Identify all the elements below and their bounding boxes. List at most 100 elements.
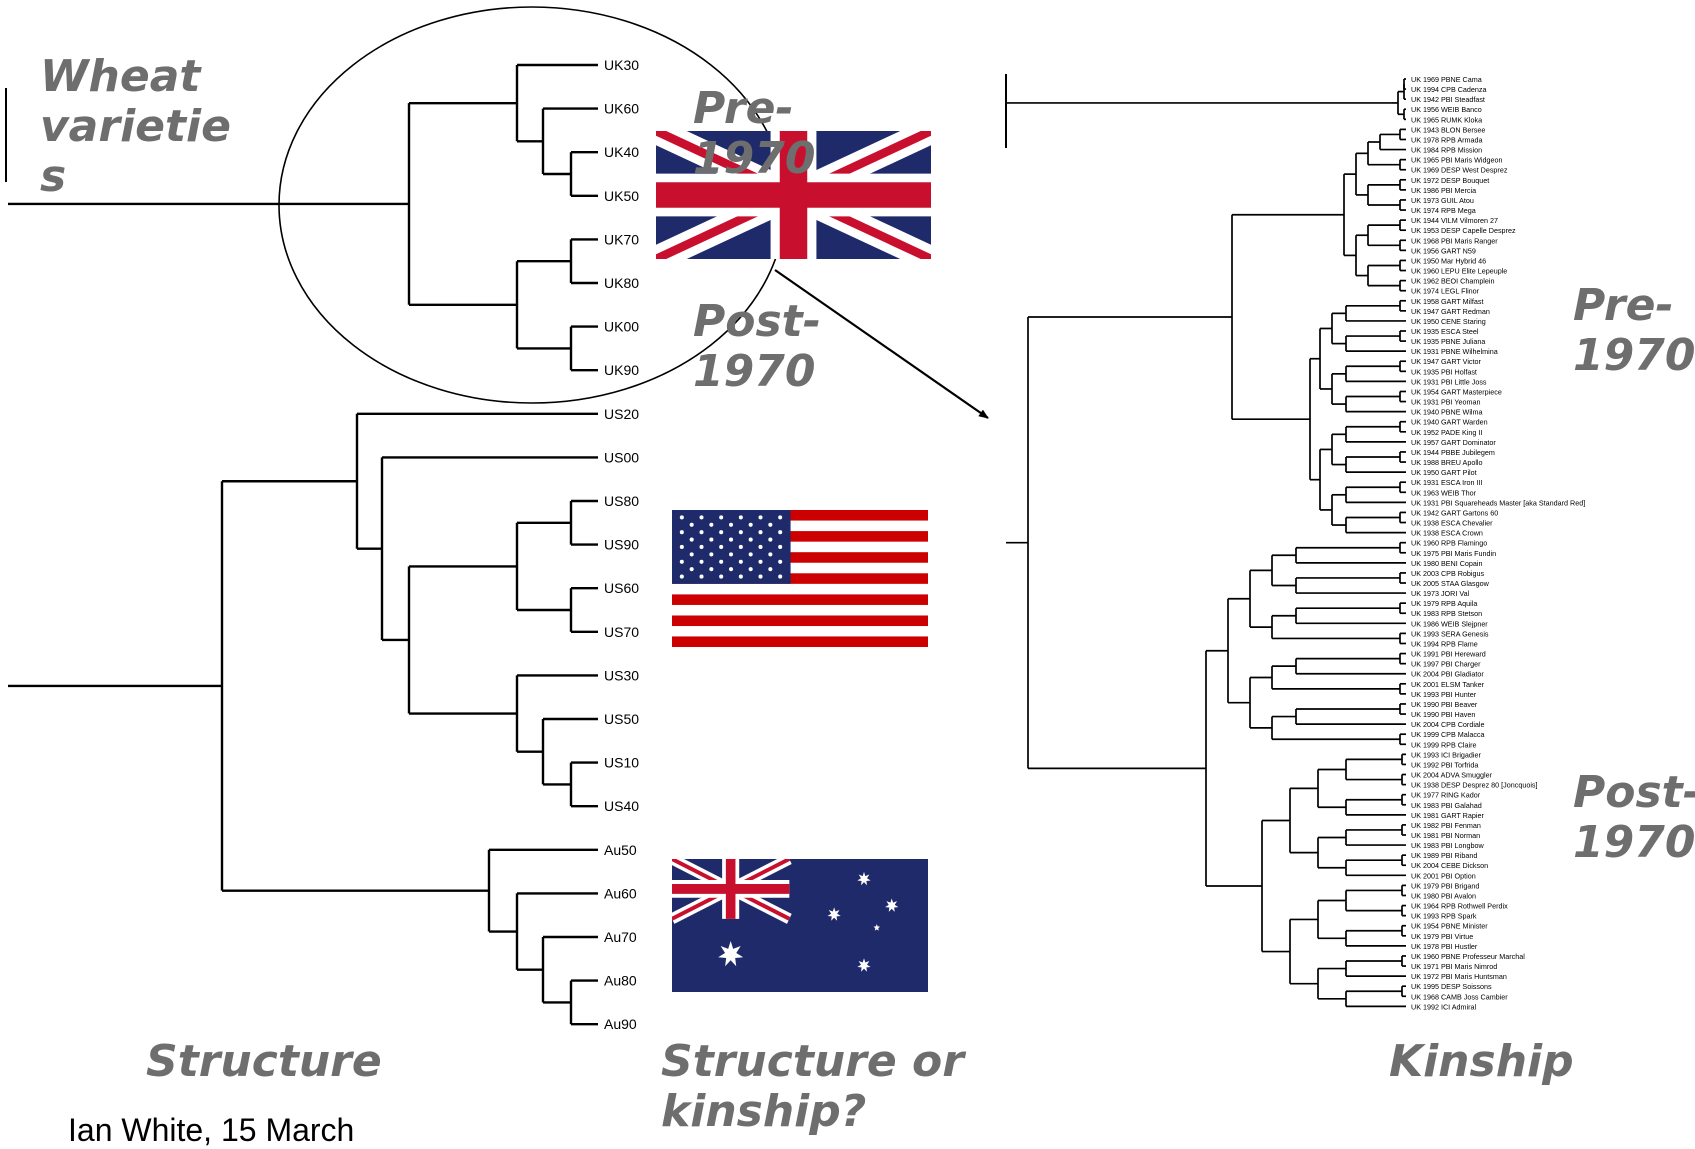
structure-leaf-label: Au70 (604, 929, 637, 945)
star-icon (690, 552, 694, 556)
star-icon (690, 538, 694, 542)
structure-leaf-label: US60 (604, 580, 639, 596)
star-icon (759, 530, 763, 534)
us-flag (672, 510, 928, 647)
kinship-leaf-label: UK 1950 GART Pilot (1411, 468, 1477, 477)
kinship-leaf-label: UK 1960 RPB Flamingo (1411, 539, 1487, 548)
kinship-leaf-label: UK 1993 PBI Hunter (1411, 690, 1477, 699)
structure-leaf-label: UK60 (604, 101, 639, 117)
title-line-3: s (40, 152, 231, 202)
pre-1970-right-line-1: Pre- (1573, 281, 1695, 331)
star-icon (768, 567, 772, 571)
structure-leaf-label: US40 (604, 798, 639, 814)
star-icon (690, 523, 694, 527)
pre-1970-right-label: Pre- 1970 (1573, 281, 1695, 381)
kinship-leaf-label: UK 1994 CPB Cadenza (1411, 85, 1487, 94)
kinship-dendrogram (1006, 79, 1406, 1006)
kinship-leaf-label: UK 2001 PBI Option (1411, 871, 1476, 880)
kinship-leaf-label: UK 1971 PBI Maris Nimrod (1411, 962, 1497, 971)
kinship-leaf-label: UK 1990 PBI Haven (1411, 710, 1475, 719)
pre-1970-left-line-1: Pre- (693, 84, 815, 134)
wheat-varieties-title: Wheat varietie s (40, 52, 231, 202)
kinship-leaf-label: UK 1969 PBNE Cama (1411, 75, 1482, 84)
kinship-leaf-label: UK 1931 ESCA Iron III (1411, 478, 1483, 487)
kinship-leaf-label: UK 1974 RPB Mega (1411, 206, 1476, 215)
star-icon (719, 575, 723, 579)
star-icon (778, 515, 782, 519)
kinship-leaf-label: UK 1956 WEIB Banco (1411, 105, 1482, 114)
star-icon (719, 545, 723, 549)
kinship-caption: Kinship (1389, 1037, 1574, 1087)
structure-leaf-label: UK40 (604, 144, 639, 160)
kinship-leaf-label: UK 1984 RPB Mission (1411, 146, 1482, 155)
star-icon (739, 545, 743, 549)
kinship-leaf-label: UK 2001 ELSM Tanker (1411, 680, 1485, 689)
star-icon (680, 515, 684, 519)
star-icon (709, 523, 713, 527)
star-icon (680, 545, 684, 549)
star-icon (739, 515, 743, 519)
post-1970-left-line-2: 1970 (693, 347, 821, 397)
kinship-leaf-label: UK 1991 PBI Hereward (1411, 650, 1486, 659)
post-1970-right-line-1: Post- (1573, 768, 1695, 818)
kinship-leaf-label: UK 1992 ICI Admiral (1411, 1002, 1477, 1011)
kinship-leaf-label: UK 1943 BLON Bersee (1411, 125, 1485, 134)
kinship-leaf-label: UK 1994 RPB Flame (1411, 639, 1478, 648)
structure-caption: Structure (146, 1037, 382, 1087)
kinship-leaf-label: UK 2005 STAA Glasgow (1411, 579, 1490, 588)
star-icon (680, 575, 684, 579)
star-icon (739, 560, 743, 564)
kinship-leaf-label: UK 1963 WEIB Thor (1411, 488, 1477, 497)
kinship-leaf-label: UK 1973 GUIL Atou (1411, 196, 1474, 205)
star-icon (739, 575, 743, 579)
star-icon (749, 552, 753, 556)
structure-leaf-label: UK80 (604, 275, 639, 291)
kinship-leaf-label: UK 1968 PBI Maris Ranger (1411, 236, 1498, 245)
kinship-leaf-label: UK 1962 BEOI Champlein (1411, 277, 1495, 286)
kinship-leaf-label: UK 1956 GART N59 (1411, 246, 1476, 255)
kinship-leaf-label: UK 1982 PBI Fenman (1411, 821, 1481, 830)
structure-leaf-label: US70 (604, 624, 639, 640)
structure-leaf-label: UK70 (604, 231, 639, 247)
kinship-leaf-label: UK 1980 PBI Avalon (1411, 891, 1476, 900)
kinship-leaf-label: UK 1981 PBI Norman (1411, 831, 1480, 840)
kinship-leaf-label: UK 1980 BENI Copain (1411, 559, 1483, 568)
star-icon (699, 515, 703, 519)
structure-leaf-labels: UK30UK60UK40UK50UK70UK80UK00UK90US20US00… (604, 57, 639, 1032)
kinship-leaf-label: UK 1938 ESCA Crown (1411, 529, 1483, 538)
kinship-leaf-label: UK 1965 PBI Maris Widgeon (1411, 156, 1502, 165)
kinship-leaf-label: UK 1953 DESP Capelle Desprez (1411, 226, 1516, 235)
kinship-leaf-label: UK 1964 RPB Rothwell Perdix (1411, 902, 1508, 911)
kinship-leaf-label: UK 1931 PBI Little Joss (1411, 377, 1487, 386)
structure-leaf-label: Au80 (604, 973, 637, 989)
structure-leaf-label: UK90 (604, 362, 639, 378)
star-icon (778, 560, 782, 564)
kinship-leaf-label: UK 1990 PBI Beaver (1411, 700, 1478, 709)
kinship-leaf-label: UK 1981 GART Rapier (1411, 811, 1484, 820)
kinship-leaf-label: UK 1954 GART Masterpiece (1411, 387, 1502, 396)
kinship-leaf-label: UK 1995 DESP Soissons (1411, 982, 1492, 991)
star-icon (709, 538, 713, 542)
star-icon (699, 530, 703, 534)
kinship-leaf-label: UK 2004 CPB Cordiale (1411, 720, 1485, 729)
star-icon (699, 560, 703, 564)
structure-leaf-label: US90 (604, 537, 639, 553)
title-line-2: varietie (40, 102, 231, 152)
kinship-leaf-label: UK 1935 PBNE Juliana (1411, 337, 1485, 346)
star-icon (719, 515, 723, 519)
star-icon (699, 545, 703, 549)
star-icon (719, 560, 723, 564)
star-icon (690, 567, 694, 571)
structure-leaf-label: US20 (604, 406, 639, 422)
kinship-leaf-label: UK 1989 PBI Riband (1411, 851, 1477, 860)
structure-leaf-label: Au60 (604, 885, 637, 901)
title-line-1: Wheat (40, 52, 231, 102)
kinship-leaf-label: UK 1975 PBI Maris Fundin (1411, 549, 1496, 558)
kinship-leaf-label: UK 2004 ADVA Smuggler (1411, 771, 1493, 780)
kinship-leaf-label: UK 1986 WEIB Slejpner (1411, 619, 1488, 628)
star-icon (778, 575, 782, 579)
kinship-leaf-label: UK 1979 PBI Virtue (1411, 932, 1473, 941)
post-1970-right-line-2: 1970 (1573, 818, 1695, 868)
kinship-leaf-label: UK 1972 PBI Maris Huntsman (1411, 972, 1507, 981)
